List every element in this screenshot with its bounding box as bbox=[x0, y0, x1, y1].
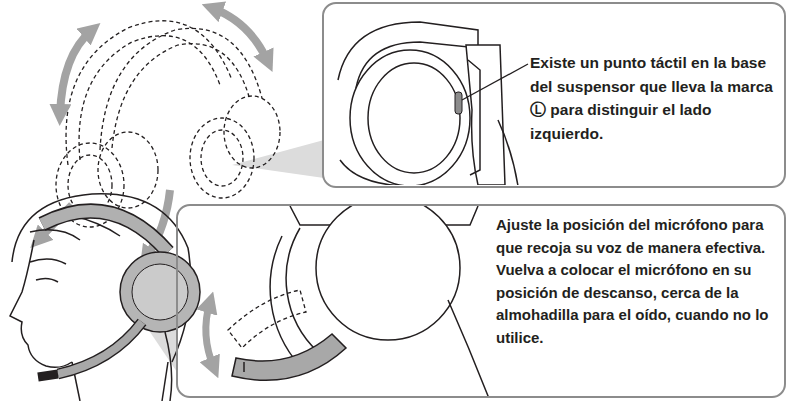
motion-arrows bbox=[38, 8, 268, 258]
eye bbox=[36, 278, 58, 282]
mic-tip bbox=[38, 374, 58, 377]
cable bbox=[165, 332, 172, 401]
earcup-cap bbox=[132, 264, 188, 320]
mic-boom bbox=[232, 334, 346, 380]
neck bbox=[162, 362, 168, 401]
person bbox=[10, 194, 191, 401]
earpad-edge bbox=[270, 236, 300, 366]
earcup-ring bbox=[350, 50, 470, 185]
head-outline bbox=[12, 194, 191, 362]
mic-boom bbox=[58, 322, 142, 374]
mic-boom-outline bbox=[58, 322, 142, 374]
callout-panel: Existe un punto táctil en la base del su… bbox=[322, 2, 786, 188]
callout-panel: Ajuste la posición del micrófono para qu… bbox=[176, 204, 786, 398]
hanger-slot bbox=[468, 60, 480, 175]
dashed-earcup bbox=[190, 118, 254, 198]
callout-pointer bbox=[232, 140, 324, 178]
adjust-arrow bbox=[206, 302, 214, 368]
tactile-point bbox=[455, 92, 462, 114]
dashed-headband bbox=[112, 44, 250, 148]
callout-text-column: Ajuste la posición del micrófono para qu… bbox=[496, 214, 786, 349]
headband-outline bbox=[42, 211, 168, 252]
callout-text: Ajuste la posición del micrófono para qu… bbox=[496, 214, 786, 259]
hanger-arm bbox=[466, 45, 505, 185]
cable bbox=[448, 300, 490, 396]
leader-line bbox=[462, 64, 528, 100]
earcup-ring bbox=[316, 206, 460, 340]
earpad-edge bbox=[286, 228, 318, 352]
earcup-inner bbox=[368, 63, 460, 173]
cable bbox=[498, 120, 518, 185]
eyebrow bbox=[30, 259, 66, 264]
mic-rest-position bbox=[228, 290, 306, 348]
rotate-arrow bbox=[212, 8, 268, 62]
hanger-detail bbox=[338, 22, 518, 185]
headband bbox=[42, 211, 168, 252]
dashed-earcup bbox=[224, 96, 280, 168]
callout-text: Existe un punto táctil en la base del su… bbox=[530, 51, 787, 145]
callout-text: Vuelva a colocar el micrófono en su posi… bbox=[496, 259, 786, 349]
earcup bbox=[120, 252, 200, 332]
face-profile bbox=[10, 240, 72, 367]
callout-text-column: Existe un punto táctil en la base del su… bbox=[530, 51, 787, 145]
rotate-arrow bbox=[60, 30, 92, 115]
dashed-earcup bbox=[201, 130, 243, 186]
earpad-edge bbox=[340, 160, 420, 185]
mic-mark bbox=[243, 362, 245, 372]
mic-detail bbox=[206, 206, 490, 396]
